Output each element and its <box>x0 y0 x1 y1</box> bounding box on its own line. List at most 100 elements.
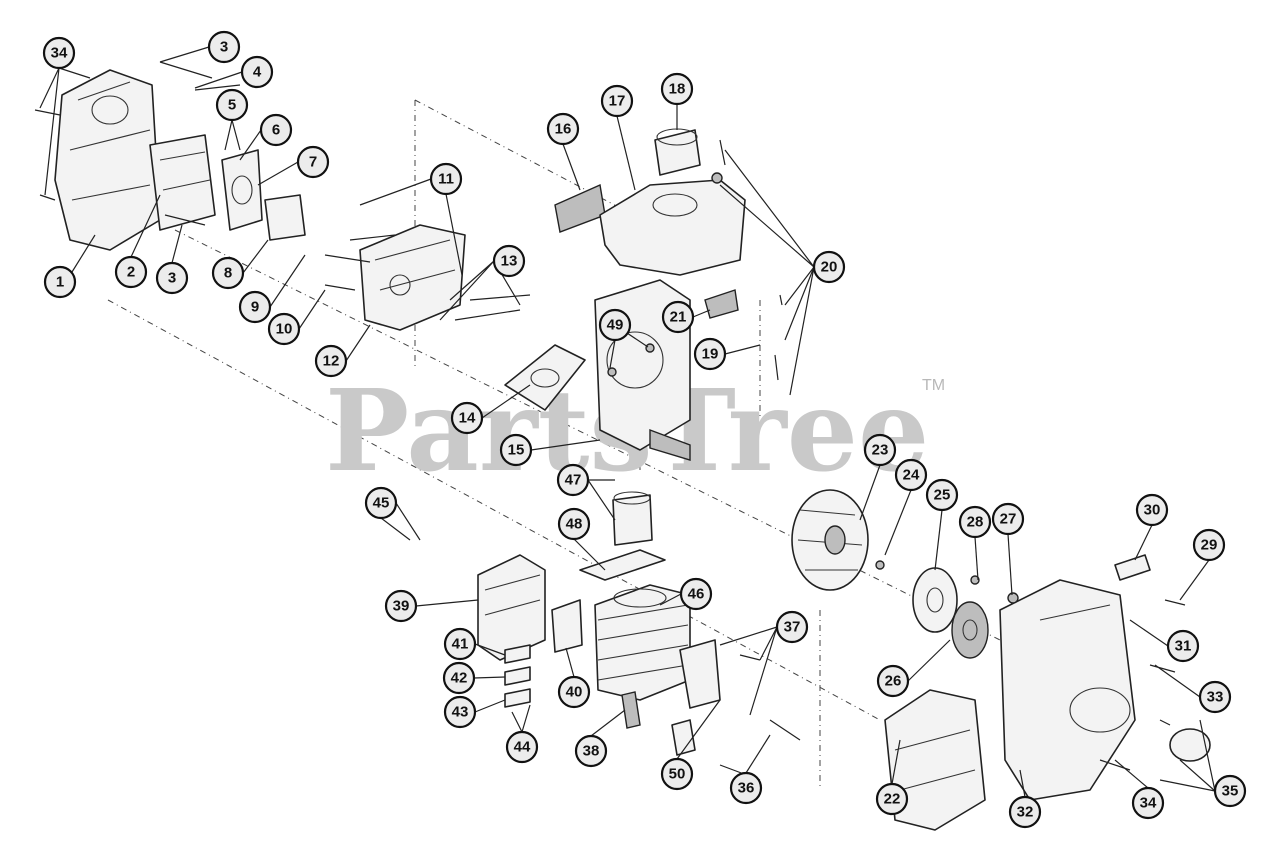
callout-number: 30 <box>1144 502 1161 519</box>
callout-number: 44 <box>514 739 531 756</box>
callout-circle <box>660 757 694 791</box>
callout-number: 39 <box>393 598 410 615</box>
part-piston <box>612 491 653 546</box>
callout-4: 4 <box>240 55 274 89</box>
callout-circle <box>958 505 992 539</box>
callout-18: 18 <box>660 72 694 106</box>
parts <box>54 69 1211 831</box>
callout-circle <box>215 88 249 122</box>
callout-number: 33 <box>1207 689 1224 706</box>
callout-circle <box>429 162 463 196</box>
callout-number: 17 <box>609 93 626 110</box>
callout-23: 23 <box>863 433 897 467</box>
callout-16: 16 <box>546 112 580 146</box>
callout-31: 31 <box>1166 629 1200 663</box>
callout-circle <box>1008 795 1042 829</box>
callout-circle <box>1135 493 1169 527</box>
callout-38: 38 <box>574 734 608 768</box>
hardware <box>34 61 1186 781</box>
callout-number: 42 <box>451 670 468 687</box>
callout-circle <box>1166 629 1200 663</box>
callout-9: 9 <box>238 290 272 324</box>
callout-number: 23 <box>872 442 889 459</box>
part-cylinder-gasket <box>579 549 666 581</box>
callout-circle <box>991 502 1025 536</box>
callout-number: 34 <box>51 45 68 62</box>
callout-28: 28 <box>958 505 992 539</box>
part-carburetor <box>359 224 466 331</box>
callout-number: 5 <box>228 97 236 114</box>
callout-circle <box>443 695 477 729</box>
callout-circle <box>505 730 539 764</box>
callout-number: 27 <box>1000 511 1017 528</box>
callout-circle <box>812 250 846 284</box>
callout-circle <box>693 337 727 371</box>
callout-25: 25 <box>925 478 959 512</box>
callout-41: 41 <box>443 627 477 661</box>
callout-number: 19 <box>702 346 719 363</box>
part-starter-housing <box>999 579 1136 801</box>
callout-circle <box>364 486 398 520</box>
callout-30: 30 <box>1135 493 1169 527</box>
callout-circle <box>556 463 590 497</box>
callout-11: 11 <box>429 162 463 196</box>
part-fuel-cap <box>654 128 701 176</box>
callout-circle <box>574 734 608 768</box>
part-engine-shroud <box>884 689 986 831</box>
callout-number: 3 <box>220 39 228 56</box>
callout-number: 37 <box>784 619 801 636</box>
callout-number: 20 <box>821 259 838 276</box>
callout-circle <box>1213 774 1247 808</box>
callout-circle <box>114 255 148 289</box>
callout-number: 22 <box>884 791 901 808</box>
callout-24: 24 <box>894 458 928 492</box>
callout-47: 47 <box>556 463 590 497</box>
part-muffler-plates <box>504 644 531 708</box>
callout-20: 20 <box>812 250 846 284</box>
callout-circle <box>384 589 418 623</box>
callout-number: 8 <box>224 265 232 282</box>
callout-circle <box>875 782 909 816</box>
callout-12: 12 <box>314 344 348 378</box>
part-bracket <box>704 289 739 319</box>
callout-circle <box>876 664 910 698</box>
callout-number: 2 <box>127 264 135 281</box>
callout-circle <box>600 84 634 118</box>
part-gasket <box>504 344 586 411</box>
callout-circle <box>598 308 632 342</box>
part-switch <box>1169 728 1211 762</box>
callout-number: 13 <box>501 253 518 270</box>
callout-circle <box>557 507 591 541</box>
callout-42: 42 <box>442 661 476 695</box>
callout-circle <box>443 627 477 661</box>
callout-circle <box>729 771 763 805</box>
callout-circle <box>775 610 809 644</box>
callout-22: 22 <box>875 782 909 816</box>
callout-49: 49 <box>598 308 632 342</box>
callout-number: 34 <box>1140 795 1157 812</box>
callout-27: 27 <box>991 502 1025 536</box>
callout-circle <box>546 112 580 146</box>
part-ignition-module <box>679 639 721 709</box>
callout-number: 4 <box>253 64 262 81</box>
callout-circle <box>679 577 713 611</box>
callout-7: 7 <box>296 145 330 179</box>
callout-3: 3 <box>155 261 189 295</box>
callout-40: 40 <box>557 675 591 709</box>
callout-circle <box>155 261 189 295</box>
part-spark-boot <box>671 719 696 756</box>
callout-45: 45 <box>364 486 398 520</box>
callout-17: 17 <box>600 84 634 118</box>
callout-number: 36 <box>738 780 755 797</box>
callout-number: 3 <box>168 270 176 287</box>
callout-number: 40 <box>566 684 583 701</box>
callout-19: 19 <box>693 337 727 371</box>
callout-32: 32 <box>1008 795 1042 829</box>
callout-circle <box>1198 680 1232 714</box>
callout-39: 39 <box>384 589 418 623</box>
part-fuel-tank-clip <box>554 183 606 233</box>
callout-14: 14 <box>450 401 484 435</box>
callout-number: 45 <box>373 495 390 512</box>
part-starter-handle <box>1114 554 1151 581</box>
